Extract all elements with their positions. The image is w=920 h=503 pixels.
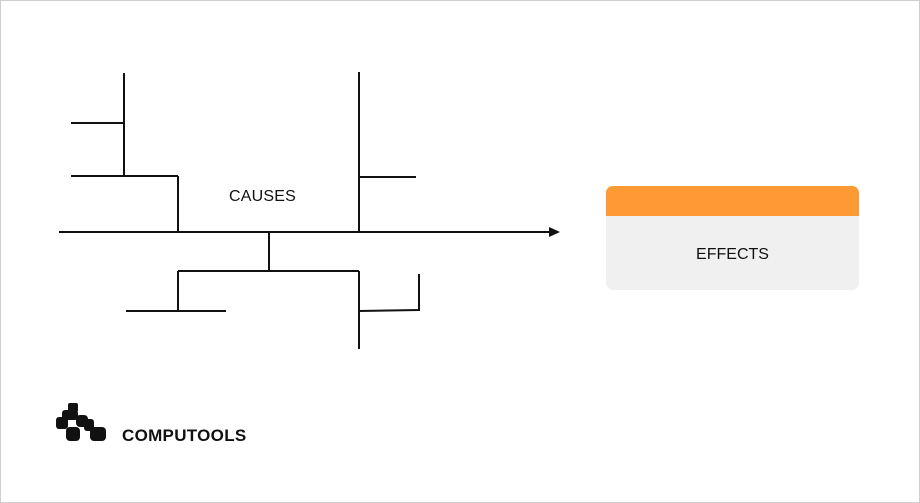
computools-logo-icon	[56, 403, 106, 441]
causes-label: CAUSES	[229, 188, 296, 205]
brand-name: COMPUTOOLS	[122, 426, 247, 445]
spine-arrowhead	[549, 227, 560, 237]
effects-header-bar	[606, 186, 859, 216]
effects-box: EFFECTS	[606, 186, 859, 290]
lower-right-branch	[358, 309, 420, 312]
effects-label: EFFECTS	[696, 246, 769, 263]
